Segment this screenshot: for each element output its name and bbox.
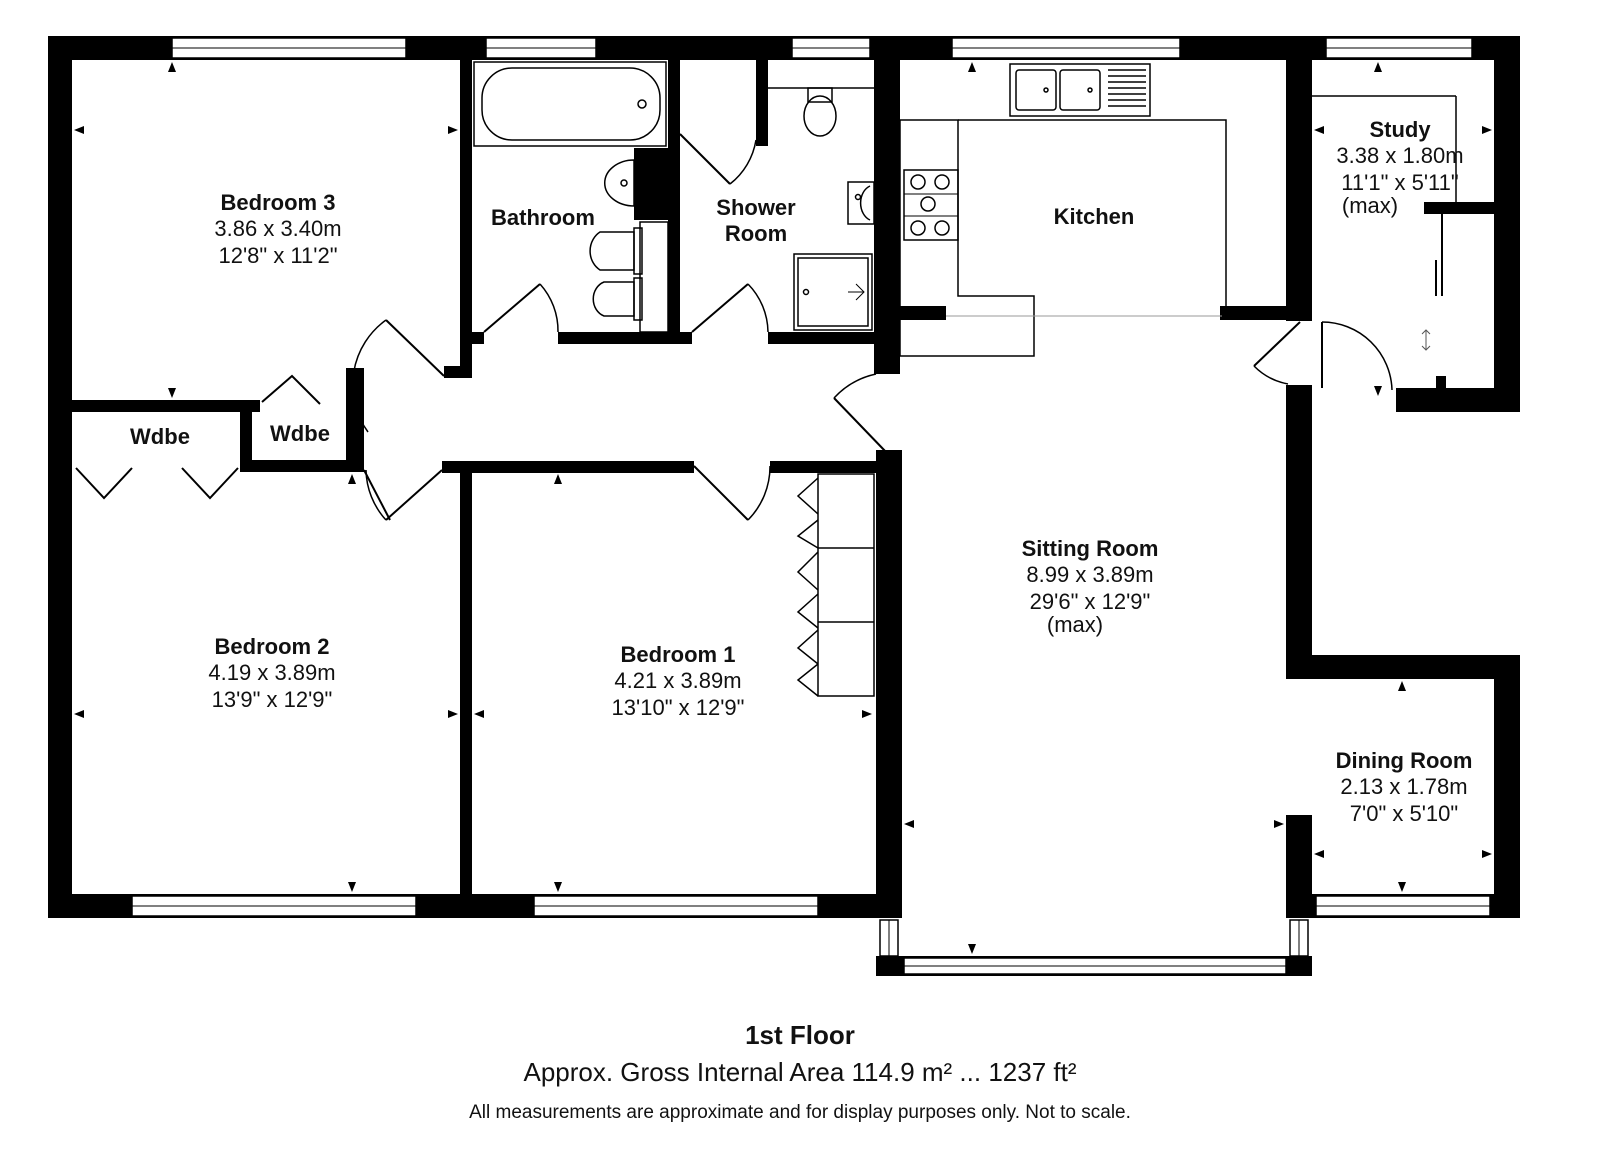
room-label-bedroom-3: Bedroom 3 3.86 x 3.40m 12'8" x 11'2" — [192, 190, 364, 269]
basin-icon — [604, 159, 635, 207]
room-metric: 3.86 x 3.40m — [214, 216, 342, 242]
built-in-wardrobe — [817, 473, 875, 697]
room-label-shower-room: Shower Room — [700, 195, 812, 248]
floor-title: 1st Floor — [745, 1020, 855, 1050]
bath-icon — [473, 61, 667, 147]
room-name-line1: Shower — [716, 195, 796, 220]
room-name: Wdbe — [130, 424, 190, 449]
room-metric: 2.13 x 1.78m — [1340, 774, 1468, 800]
disclaimer: All measurements are approximate and for… — [469, 1102, 1131, 1123]
walls — [48, 36, 1520, 976]
room-imperial: 7'0" x 5'10" — [1349, 800, 1459, 826]
room-imperial: 11'1" x 5'11" — [1341, 169, 1459, 195]
room-name: Bathroom — [491, 205, 595, 230]
room-name: Bedroom 3 — [220, 190, 336, 215]
room-label-wardrobe-2: Wdbe — [254, 421, 346, 447]
gross-area: Approx. Gross Internal Area 114.9 m² ...… — [523, 1057, 1077, 1087]
doors — [75, 133, 1393, 697]
toilet-icon — [592, 277, 643, 321]
room-name: Bedroom 1 — [620, 642, 736, 667]
room-note: (max) — [1046, 612, 1104, 638]
room-name: Sitting Room — [1021, 536, 1159, 561]
study-sliding-door — [1312, 95, 1457, 351]
room-name: Study — [1369, 117, 1431, 142]
dimension-markers — [74, 62, 1492, 954]
room-imperial: 13'10" x 12'9" — [611, 694, 745, 720]
bidet-icon — [589, 227, 643, 275]
room-label-wardrobe-1: Wdbe — [110, 424, 210, 450]
room-imperial: 13'9" x 12'9" — [211, 686, 333, 712]
plan-footer: 1st Floor Approx. Gross Internal Area 11… — [0, 1020, 1600, 1124]
room-name-line2: Room — [724, 221, 788, 247]
floor-plan — [48, 36, 1520, 976]
room-label-bedroom-2: Bedroom 2 4.19 x 3.89m 13'9" x 12'9" — [186, 634, 358, 713]
kitchen-sink-icon — [1009, 63, 1151, 117]
hob-icon — [903, 169, 959, 241]
room-label-kitchen: Kitchen — [1034, 204, 1154, 230]
room-label-sitting-room: Sitting Room 8.99 x 3.89m 29'6" x 12'9" … — [1000, 536, 1180, 636]
room-name: Dining Room — [1335, 748, 1473, 773]
room-label-dining-room: Dining Room 2.13 x 1.78m 7'0" x 5'10" — [1316, 748, 1492, 827]
shower-toilet-icon — [768, 87, 874, 137]
room-name: Kitchen — [1053, 204, 1135, 229]
room-label-bedroom-1: Bedroom 1 4.21 x 3.89m 13'10" x 12'9" — [592, 642, 764, 721]
room-metric: 8.99 x 3.89m — [1026, 562, 1154, 588]
room-imperial: 29'6" x 12'9" — [1029, 588, 1151, 614]
room-metric: 4.19 x 3.89m — [208, 660, 336, 686]
room-label-bathroom: Bathroom — [478, 205, 608, 231]
room-note: (max) — [1341, 193, 1399, 219]
room-name: Bedroom 2 — [214, 634, 330, 659]
shower-tray-icon — [793, 253, 873, 331]
room-name: Wdbe — [270, 421, 330, 446]
shower-basin-icon — [847, 181, 875, 225]
room-label-study: Study 3.38 x 1.80m 11'1" x 5'11" (max) — [1318, 117, 1482, 217]
kitchen-worktop — [899, 119, 1227, 357]
room-metric: 3.38 x 1.80m — [1336, 143, 1464, 169]
room-metric: 4.21 x 3.89m — [614, 668, 742, 694]
room-imperial: 12'8" x 11'2" — [218, 242, 338, 268]
